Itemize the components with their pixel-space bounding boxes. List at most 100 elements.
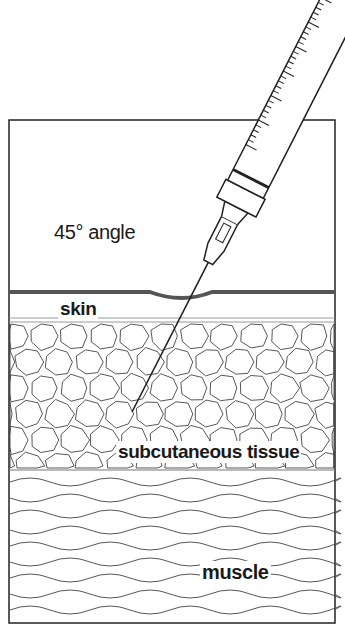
fat-cell [316,453,334,468]
graduation-tick [291,56,296,59]
graduation-tick [271,96,282,101]
fat-cell [334,349,335,375]
fat-cell [241,324,268,348]
fat-cell [10,349,15,376]
fat-cell [10,375,28,402]
fat-cell [300,375,329,402]
fat-cell [61,324,88,349]
fat-cell [106,401,134,428]
fat-cell [120,324,149,351]
muscle-fibre [10,478,341,486]
fat-cell [15,349,44,375]
fat-cell [334,402,335,427]
layer-label: muscle [200,561,271,584]
graduation-tick [253,130,258,133]
graduation-tick [268,100,273,103]
tissue-boundary [9,469,335,470]
muscle-fibre [10,558,341,566]
fat-cells [10,324,334,468]
fat-cell [151,324,178,351]
graduation-tick [258,120,269,125]
fat-cell [181,324,209,349]
fat-cell [181,375,207,400]
muscle-fibres [10,478,341,614]
fat-cell [240,376,268,401]
graduation-tick [256,125,261,128]
fat-cell [332,428,334,454]
graduation-tick [308,22,319,27]
angle-label: 45° angle [52,221,137,244]
skin-boundary [9,321,335,322]
fat-cell [226,401,254,428]
graduation-tick [246,145,257,150]
fat-cell [10,426,28,454]
fat-cell [16,400,43,427]
graduation-tick [316,7,321,10]
graduation-tick [318,2,323,5]
fat-cell [332,376,334,401]
fat-cell [272,324,298,350]
graduation-tick [313,12,318,15]
fat-cell [91,426,120,453]
fat-cell [315,402,334,428]
plunger-stopper [233,169,269,187]
graduation-tick [303,32,308,35]
fat-cell [16,452,45,468]
fat-cell [10,402,12,428]
needle [132,261,209,412]
graduation-tick [281,76,286,79]
fat-cell [106,349,133,374]
fat-cell [334,452,335,468]
layer-label: subcutaneous tissue [116,441,301,463]
fat-cell [75,400,104,427]
fat-cell [76,350,103,374]
fat-cell [75,452,103,468]
barrel [228,0,345,198]
fat-cell [271,374,300,403]
graduation-tick [311,17,316,20]
muscle-fibre [10,526,341,534]
fat-cell [32,427,59,452]
fat-cell [210,324,237,350]
fat-cell [10,454,15,468]
fat-cell [165,402,193,427]
graduation-tick [296,47,307,52]
graduation-tick [283,71,294,76]
fat-cell [256,350,284,375]
needle-hub [200,216,237,266]
fat-cell [285,401,314,428]
fat-cell [286,348,313,374]
fat-cell [150,374,177,401]
fat-cell [91,324,117,349]
fat-cell [45,454,74,468]
fat-cell [90,374,120,401]
muscle-fibre [10,494,341,502]
graduation-tick [276,86,281,89]
fat-cell [255,401,282,428]
fat-cell [32,376,57,402]
muscle-fibre [10,590,341,598]
graduation-tick [288,61,293,64]
fat-cell [137,348,164,376]
graduation-tick [261,115,266,118]
frame [9,120,335,623]
syringe [112,0,345,422]
fat-cell [45,349,72,375]
fat-cell [45,399,75,427]
fat-cell [196,350,224,376]
fat-cell [10,324,28,349]
fat-cell [31,324,58,351]
graduation-tick [266,105,271,108]
graduation-tick [286,66,291,69]
fat-cell [301,427,329,453]
hub-window [216,223,231,243]
fat-cell [167,349,193,376]
fat-cell [136,402,163,426]
graduations [246,0,345,150]
layer-label: skin [58,298,98,320]
fat-cell [316,350,334,376]
fat-cell [61,374,87,401]
fat-cell [225,349,254,374]
fat-cell [210,375,237,401]
